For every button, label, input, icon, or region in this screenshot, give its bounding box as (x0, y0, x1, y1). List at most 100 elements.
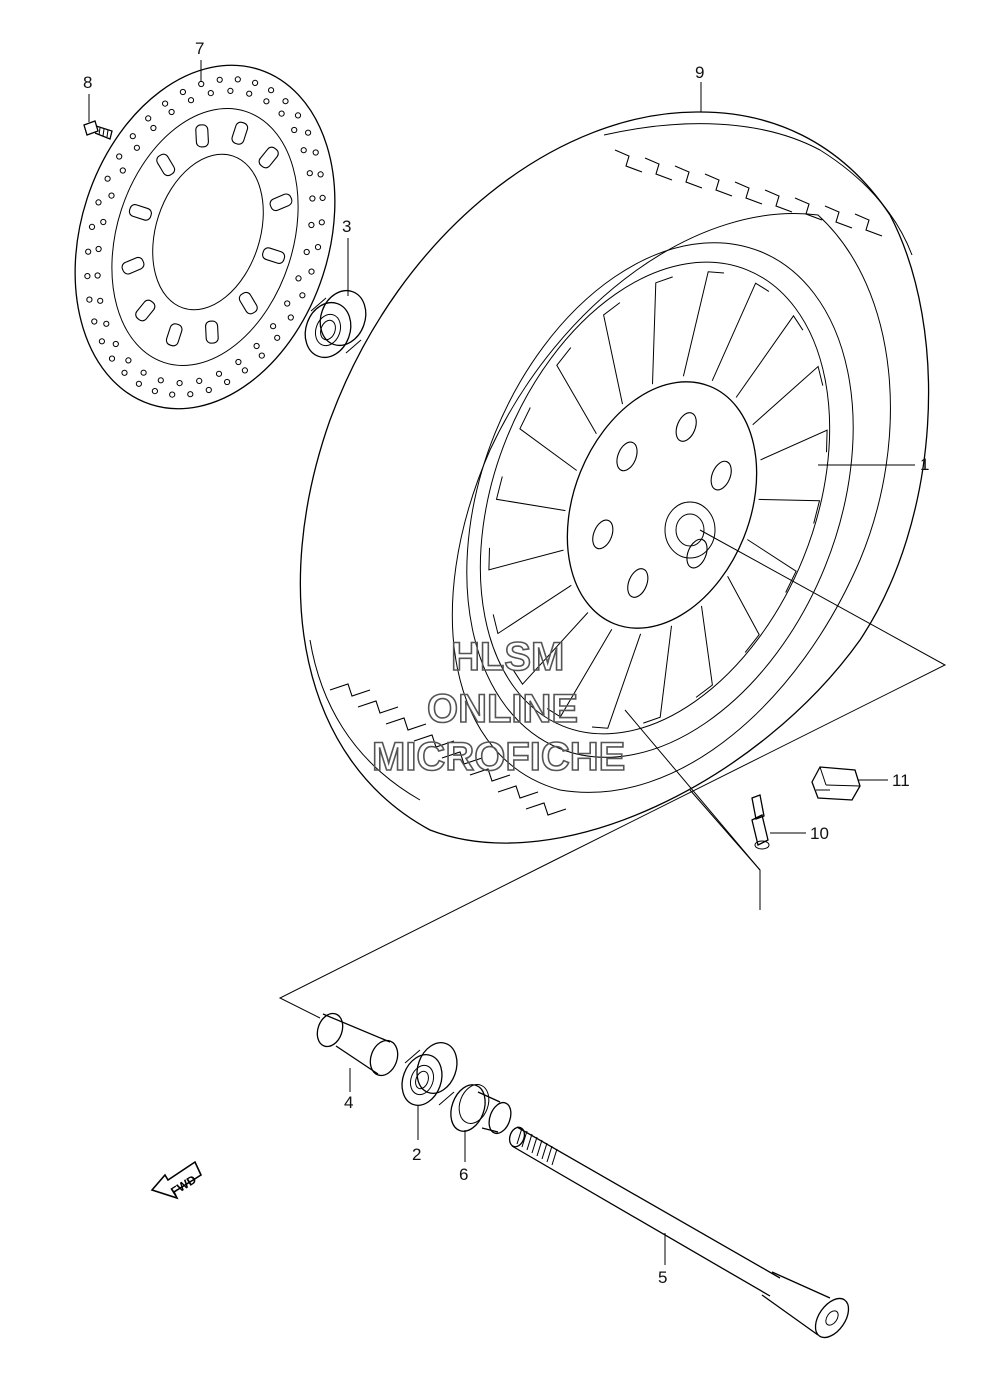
tread-mark (734, 181, 763, 205)
callout-1: 1 (920, 455, 929, 474)
wheel-spoke (546, 628, 613, 718)
disc-hole (129, 133, 136, 140)
disc-hole (287, 314, 294, 321)
disc-hole (196, 377, 203, 384)
disc-hole (187, 391, 194, 398)
tire-part[interactable] (299, 111, 930, 844)
hub-hole (592, 519, 614, 550)
disc-hole (100, 218, 107, 226)
disc-hole (274, 334, 281, 341)
callout-10: 10 (810, 824, 829, 843)
wheel-spoke (760, 429, 828, 461)
lower-bearing-part[interactable] (395, 1037, 463, 1111)
disc-hole (168, 108, 175, 116)
disc-hole (85, 248, 92, 255)
spacer-part[interactable] (313, 1010, 402, 1079)
disc-hole (169, 391, 176, 398)
disc-hole (270, 323, 277, 330)
disc-hole (133, 144, 140, 151)
axle-thread (526, 1133, 533, 1151)
wheel-spoke (556, 347, 597, 435)
disc-hole (103, 320, 110, 327)
disc-slot (205, 320, 219, 344)
tread-mark (644, 157, 673, 181)
axle-thread (536, 1139, 543, 1157)
disc-hole (151, 388, 158, 395)
disc-slot (121, 256, 145, 275)
disc-hole (84, 273, 91, 280)
disc-hole (207, 90, 214, 97)
disc-hole (278, 110, 285, 117)
disc-hole (234, 76, 241, 83)
disc-hole (179, 88, 186, 96)
disc-hole (108, 192, 115, 199)
disc-hole (299, 292, 306, 299)
callout-5: 5 (658, 1268, 667, 1287)
axle-thread (531, 1136, 538, 1154)
disc-hole (235, 358, 242, 366)
disc-hole (112, 340, 119, 348)
tread-mark (357, 700, 399, 714)
watermark-line-1: HLSM (451, 635, 564, 679)
watermark-line-3: MICROFICHE (372, 735, 625, 779)
disc-hole (319, 194, 326, 201)
callout-11: 11 (892, 771, 910, 790)
tread-mark (385, 717, 427, 731)
disc-slot (238, 291, 258, 315)
callout-7: 7 (195, 39, 204, 58)
tire-valve-part[interactable] (751, 794, 770, 850)
wheel-spoke (727, 575, 760, 653)
disc-hole (86, 296, 93, 303)
disc-hole (312, 149, 319, 156)
wheel-spoke (758, 498, 821, 524)
wheel-spoke (519, 407, 577, 471)
disc-hole (308, 268, 315, 275)
disc-hole (318, 219, 325, 226)
wheel-spoke (735, 314, 804, 398)
disc-hole (305, 129, 312, 136)
disc-bolt-part[interactable] (83, 120, 113, 140)
disc-hole (282, 98, 289, 105)
disc-slot (258, 146, 279, 169)
disc-hole (295, 275, 302, 282)
disc-hole (104, 175, 111, 182)
tread-mark (824, 205, 853, 229)
hub-hole (675, 412, 697, 442)
disc-hole (227, 87, 234, 95)
disc-hole (268, 87, 275, 94)
disc-slot (262, 247, 286, 264)
disc-hole (91, 318, 98, 325)
disc-hole (303, 248, 310, 256)
disc-hole (317, 171, 324, 178)
hub-hole (686, 538, 708, 569)
tread-mark (674, 165, 703, 189)
forward-arrow-icon: FWD (150, 1160, 203, 1200)
tread-mark (854, 213, 883, 237)
disc-slot (128, 204, 152, 221)
wheel-spoke (603, 302, 623, 405)
tread-mark (441, 751, 483, 765)
wheel-rim-part[interactable] (395, 185, 926, 815)
disc-slot (135, 299, 156, 322)
callout-labels: 1 2 3 4 5 6 7 8 9 10 11 (83, 39, 929, 1287)
collar-part[interactable] (445, 1080, 515, 1136)
disc-hole (94, 272, 101, 279)
hub-hole (627, 568, 649, 598)
upper-bearing-part[interactable] (298, 284, 373, 364)
disc-hole (108, 355, 116, 362)
callout-4: 4 (344, 1093, 353, 1112)
tread-mark (497, 785, 539, 799)
disc-hole (98, 338, 106, 345)
disc-hole (140, 369, 147, 376)
disc-hole (121, 369, 128, 376)
disc-hole (216, 76, 223, 83)
wheel-spoke (492, 584, 572, 635)
wheel-spoke (652, 276, 673, 385)
tread-mark (413, 734, 455, 748)
disc-hole (314, 244, 322, 251)
valve-cap-part[interactable] (811, 766, 861, 801)
axle-part[interactable] (507, 1125, 855, 1343)
callout-3: 3 (342, 217, 351, 236)
brake-disc-part[interactable] (33, 31, 378, 442)
disc-hole (150, 124, 157, 132)
